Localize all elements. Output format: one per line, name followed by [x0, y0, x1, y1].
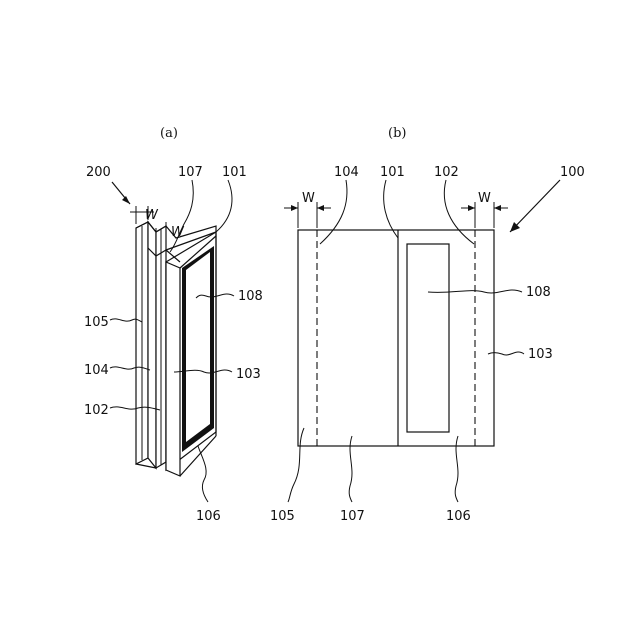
panel-a-arrow-200: 200	[86, 165, 130, 204]
panel-b: (b) W W	[270, 126, 585, 524]
panel-b-width-right: W	[461, 191, 508, 228]
ref-103-a: 103	[236, 367, 261, 382]
ref-104-a: 104	[84, 363, 109, 378]
ref-200: 200	[86, 165, 111, 180]
panel-b-sheet-outline	[298, 230, 494, 446]
ref-106-b: 106	[446, 509, 471, 524]
panel-b-window	[407, 244, 449, 432]
ref-108-b: 108	[526, 285, 551, 300]
ref-106-a: 106	[196, 509, 221, 524]
panel-b-width-label-left: W	[302, 191, 315, 206]
panel-b-arrow-100: 100	[510, 165, 585, 232]
ref-102-b: 102	[434, 165, 459, 180]
ref-107-a: 107	[178, 165, 203, 180]
panel-b-caption: (b)	[388, 126, 406, 141]
panel-a: (a)	[84, 126, 263, 524]
ref-108-a: 108	[238, 289, 263, 304]
panel-a-window	[182, 246, 214, 452]
ref-100: 100	[560, 165, 585, 180]
ref-105-a: 105	[84, 315, 109, 330]
panel-a-middle-sheet	[156, 226, 166, 468]
ref-102-a: 102	[84, 403, 109, 418]
ref-101-b: 101	[380, 165, 405, 180]
panel-a-caption: (a)	[160, 126, 178, 141]
panel-a-width-label-1: W	[145, 208, 159, 223]
ref-105-b: 105	[270, 509, 295, 524]
panel-a-back-sheet	[136, 222, 156, 468]
panel-b-width-label-right: W	[478, 191, 491, 206]
panel-b-width-left: W	[284, 191, 331, 228]
ref-107-b: 107	[340, 509, 365, 524]
ref-101-a: 101	[222, 165, 247, 180]
ref-103-b: 103	[528, 347, 553, 362]
ref-104-b: 104	[334, 165, 359, 180]
